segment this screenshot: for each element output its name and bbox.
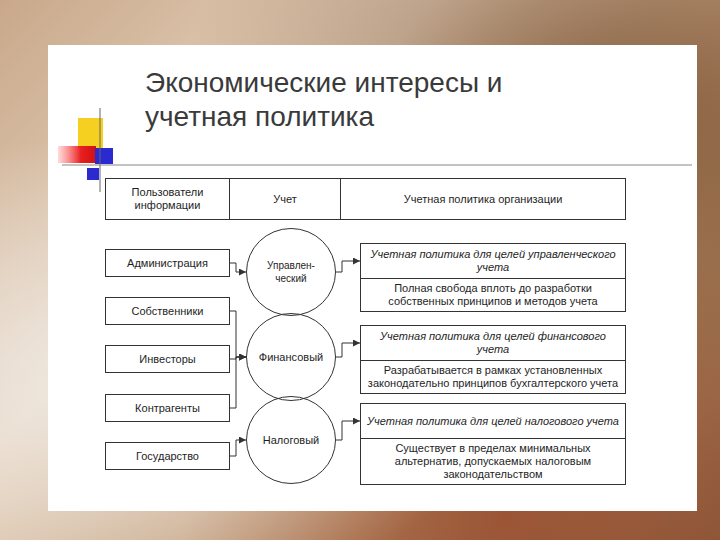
node-text: Управлен-ческий bbox=[246, 259, 336, 285]
policy-note-box: Существует в пределах минимальных альтер… bbox=[360, 438, 626, 485]
node-text: Финансовый bbox=[251, 351, 331, 364]
user-box: Администрация bbox=[105, 249, 230, 277]
node-text: Собственники bbox=[126, 302, 210, 321]
arrow-connector bbox=[336, 261, 360, 272]
policy-box: Учетная политика для целей финансового у… bbox=[360, 325, 626, 361]
accounting-circle: Финансовый bbox=[246, 313, 336, 401]
arrow-connector bbox=[336, 343, 360, 357]
yellow-square bbox=[78, 118, 103, 148]
accounting-circle: Управлен-ческий bbox=[246, 228, 336, 316]
title-rule bbox=[62, 165, 692, 166]
policy-note-box: Полная свобода вплоть до разработки собс… bbox=[360, 278, 626, 312]
user-box: Собственники bbox=[105, 297, 230, 325]
node-text: Контрагенты bbox=[129, 399, 206, 418]
user-box: Государство bbox=[105, 442, 230, 470]
blue-square bbox=[87, 168, 99, 180]
user-box: Инвесторы bbox=[105, 345, 230, 373]
arrow-connector bbox=[230, 357, 246, 408]
node-text: Учетная политика для целей управленческо… bbox=[361, 245, 625, 277]
circle-shape bbox=[247, 397, 336, 484]
node-text: Учетная политика для целей налогового уч… bbox=[361, 412, 625, 431]
arrow-connector bbox=[230, 440, 246, 456]
header-cell: Учетная политика организации bbox=[340, 178, 626, 220]
node-text: Государство bbox=[130, 447, 205, 466]
node-text: Существует в пределах минимальных альтер… bbox=[361, 439, 625, 484]
arrow-connector bbox=[230, 311, 246, 357]
circle-shape bbox=[247, 229, 336, 316]
policy-box: Учетная политика для целей управленческо… bbox=[360, 243, 626, 279]
circle-shape bbox=[247, 314, 336, 401]
header-cell: Учет bbox=[229, 178, 341, 220]
node-text: Полная свобода вплоть до разработки собс… bbox=[361, 279, 625, 311]
red-bar bbox=[58, 146, 96, 163]
accounting-circle: Налоговый bbox=[246, 396, 336, 484]
node-text: Разрабатывается в рамках установленных з… bbox=[361, 361, 625, 393]
arrow-connector bbox=[230, 263, 246, 272]
slide-title: Экономические интересы и учетная политик… bbox=[145, 66, 545, 134]
header-cell: Пользователи информации bbox=[105, 178, 230, 220]
policy-box: Учетная политика для целей налогового уч… bbox=[360, 403, 626, 439]
node-text: Учет bbox=[267, 190, 303, 209]
user-box: Контрагенты bbox=[105, 394, 230, 422]
node-text: Учетная политика организации bbox=[398, 190, 569, 209]
node-text: Инвесторы bbox=[133, 350, 201, 369]
node-text: Администрация bbox=[121, 254, 214, 273]
blue-square bbox=[95, 148, 113, 164]
decor-line bbox=[100, 108, 101, 192]
node-text: Пользователи информации bbox=[106, 183, 229, 215]
circle-outline bbox=[246, 228, 336, 316]
arrow-connector bbox=[336, 421, 360, 440]
node-text: Налоговый bbox=[255, 434, 328, 447]
policy-note-box: Разрабатывается в рамках установленных з… bbox=[360, 360, 626, 394]
node-text: Учетная политика для целей финансового у… bbox=[361, 327, 625, 359]
